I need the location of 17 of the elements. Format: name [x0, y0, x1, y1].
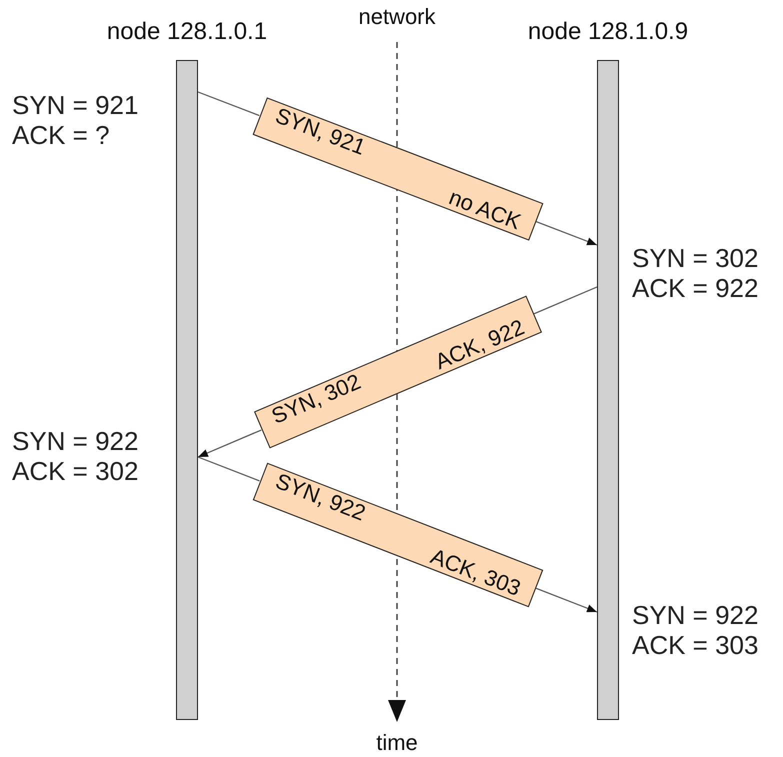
axis-label: network	[358, 3, 436, 31]
state-text: SYN = 922 ACK = 303	[632, 600, 760, 660]
state-text: SYN = 921 ACK = ?	[12, 90, 140, 150]
state-text: SYN = 302 ACK = 922	[632, 243, 760, 303]
lifeline-heading: node 128.1.0.9	[528, 18, 688, 46]
message-text: SYN, 921	[272, 103, 368, 160]
lifeline-heading: node 128.1.0.1	[106, 18, 268, 46]
message-text: ACK, 303	[426, 544, 524, 600]
message-text: SYN, 922	[272, 468, 368, 526]
arrow	[198, 429, 262, 458]
state-text: SYN = 922 ACK = 302	[12, 426, 140, 486]
message-text: ACK, 922	[431, 315, 528, 374]
axis-label: time	[376, 729, 418, 757]
arrow	[535, 588, 598, 613]
message-text: SYN, 302	[268, 370, 364, 429]
message-text: no ACK	[445, 184, 524, 234]
arrow	[535, 220, 598, 246]
